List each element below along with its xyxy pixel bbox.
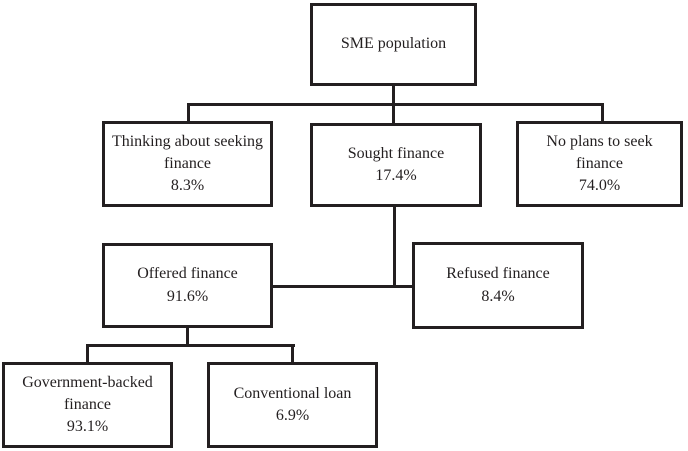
node-label: Thinking about seeking finance: [111, 132, 264, 172]
connector-level2-right-stub: [601, 103, 604, 123]
node-sought-finance: Sought finance 17.4%: [310, 123, 482, 207]
node-label: Conventional loan: [233, 384, 352, 402]
node-value: 91.6%: [166, 287, 209, 305]
node-value: 74.0%: [578, 177, 621, 195]
node-value: 8.3%: [170, 177, 205, 195]
connector-level4-right-stub: [291, 344, 294, 364]
node-value: 93.1%: [66, 418, 109, 436]
node-refused-finance: Refused finance 8.4%: [412, 242, 584, 329]
node-no-plans-to-seek-finance: No plans to seek finance 74.0%: [516, 121, 683, 207]
node-thinking-about-seeking-finance: Thinking about seeking finance 8.3%: [102, 121, 273, 207]
connector-offered-refused: [272, 285, 413, 288]
node-label: Sought finance: [347, 144, 445, 162]
node-sme-population: SME population: [310, 3, 477, 86]
node-label: SME population: [340, 35, 447, 53]
node-government-backed-finance: Government-backed finance 93.1%: [2, 362, 173, 448]
node-offered-finance: Offered finance 91.6%: [102, 243, 273, 328]
node-conventional-loan: Conventional loan 6.9%: [207, 362, 378, 448]
connector-level4-horizontal: [86, 344, 295, 347]
node-label: Refused finance: [446, 265, 550, 283]
connector-offered-to-level4: [186, 326, 189, 347]
connector-level2-horizontal: [187, 103, 604, 106]
connector-level2-left-stub: [187, 103, 190, 123]
connector-level4-left-stub: [86, 344, 89, 364]
node-label: Offered finance: [137, 265, 238, 283]
node-label: No plans to seek finance: [546, 132, 653, 172]
node-value: 6.9%: [275, 407, 310, 424]
connector-sought-to-level3: [393, 205, 396, 288]
node-label: Government-backed finance: [22, 373, 153, 413]
node-value: 8.4%: [481, 287, 515, 305]
node-value: 17.4%: [375, 167, 417, 184]
